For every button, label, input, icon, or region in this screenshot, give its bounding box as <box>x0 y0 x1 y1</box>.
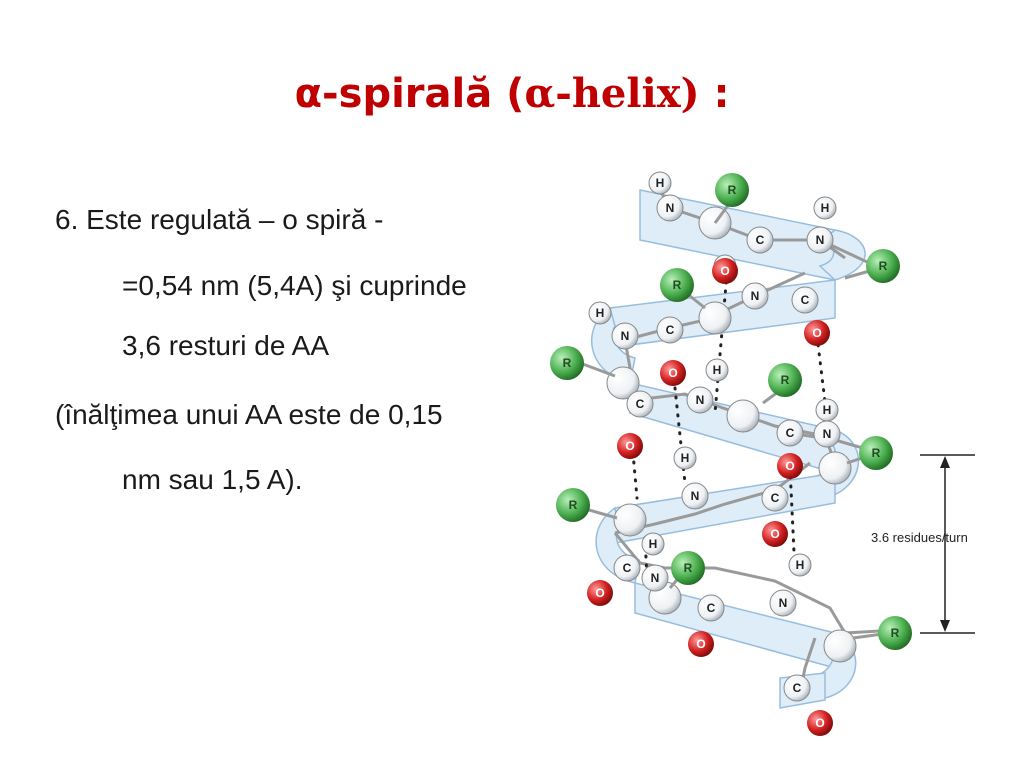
svg-text:H: H <box>681 451 690 465</box>
svg-text:O: O <box>770 527 779 541</box>
svg-text:C: C <box>666 323 675 337</box>
svg-text:C: C <box>707 601 716 615</box>
residues-per-turn-label: 3.6 residues/turn <box>871 530 968 545</box>
svg-text:N: N <box>691 489 700 503</box>
svg-text:H: H <box>821 201 830 215</box>
svg-text:N: N <box>823 427 832 441</box>
svg-text:O: O <box>815 716 824 730</box>
alpha-helix-diagram: H H H H H H H H H N N N N N N N <box>550 171 975 736</box>
svg-text:H: H <box>656 176 665 190</box>
body-line-3: 3,6 resturi de AA <box>122 330 330 361</box>
svg-text:C: C <box>786 426 795 440</box>
svg-text:O: O <box>812 326 821 340</box>
svg-text:O: O <box>595 586 604 600</box>
body-line-5: nm sau 1,5 A). <box>122 464 303 495</box>
svg-text:C: C <box>801 293 810 307</box>
title-colon: : <box>699 71 730 117</box>
title-alpha-spiral: α-spirală ( <box>294 71 525 117</box>
svg-text:N: N <box>621 329 630 343</box>
svg-text:C: C <box>636 397 645 411</box>
svg-text:N: N <box>751 289 760 303</box>
svg-text:N: N <box>666 201 675 215</box>
svg-text:R: R <box>684 561 693 575</box>
nitrogen-labels: N N N N N N N N N <box>621 201 832 610</box>
carbon-labels: C C C C C C C C C <box>623 233 810 695</box>
r-groups <box>550 173 912 650</box>
svg-text:O: O <box>785 459 794 473</box>
svg-text:C: C <box>756 233 765 247</box>
slide-title: α-spirală (α-helix) : <box>0 66 1024 122</box>
svg-text:O: O <box>720 264 729 278</box>
svg-text:H: H <box>823 403 832 417</box>
svg-text:R: R <box>879 259 888 273</box>
svg-text:R: R <box>728 183 737 197</box>
svg-text:R: R <box>872 446 881 460</box>
carbon-atoms <box>613 226 819 702</box>
svg-text:O: O <box>696 637 705 651</box>
title-alpha-helix: α-helix) <box>524 70 700 117</box>
svg-text:C: C <box>793 681 802 695</box>
turn-dimension-marker <box>920 454 975 634</box>
svg-text:R: R <box>563 356 572 370</box>
svg-text:R: R <box>673 278 682 292</box>
body-line-2: =0,54 nm (5,4A) şi cuprinde <box>122 270 467 301</box>
svg-text:O: O <box>625 439 634 453</box>
oxygen-labels: O O O O O O O O O <box>595 264 824 730</box>
svg-text:N: N <box>651 571 660 585</box>
svg-text:R: R <box>781 373 790 387</box>
svg-text:C: C <box>623 561 632 575</box>
oxygen-atoms <box>587 258 833 736</box>
svg-text:C: C <box>771 491 780 505</box>
svg-text:H: H <box>596 306 605 320</box>
svg-text:R: R <box>891 626 900 640</box>
svg-text:H: H <box>713 363 722 377</box>
r-group-labels: R R R R R R R R R <box>563 183 900 640</box>
svg-text:N: N <box>816 233 825 247</box>
body-line-1: 6. Este regulată – o spiră - <box>55 204 384 235</box>
svg-text:N: N <box>779 596 788 610</box>
svg-text:N: N <box>696 393 705 407</box>
body-line-4: (înălţimea unui AA este de 0,15 <box>55 399 443 430</box>
svg-text:R: R <box>569 498 578 512</box>
svg-text:O: O <box>668 366 677 380</box>
hydrogen-atoms <box>588 171 839 577</box>
svg-text:H: H <box>796 558 805 572</box>
svg-text:H: H <box>649 537 658 551</box>
nitrogen-atoms <box>611 194 841 617</box>
